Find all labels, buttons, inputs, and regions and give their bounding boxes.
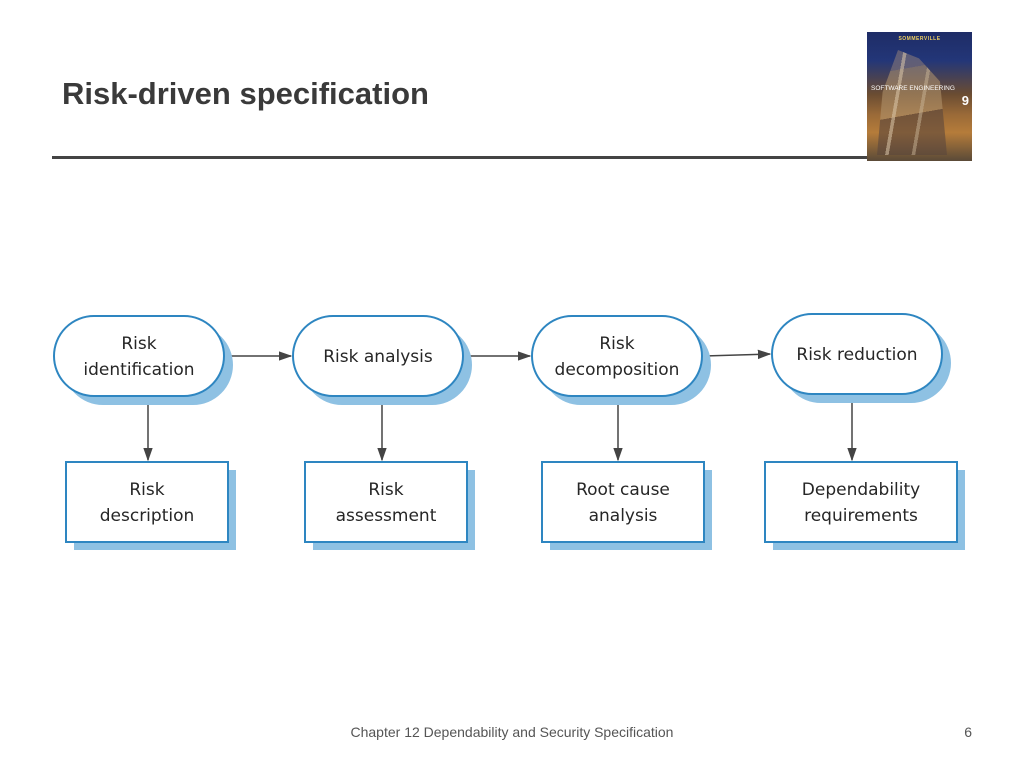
cover-edition: 9 — [961, 93, 969, 108]
process-step-shape — [531, 315, 703, 397]
process-step-shape — [53, 315, 225, 397]
process-step-4: Risk reduction — [771, 313, 951, 403]
page-number: 6 — [964, 724, 972, 740]
output-document-shape — [304, 461, 468, 543]
book-cover-image: SOMMERVILLE SOFTWARE ENGINEERING 9 — [867, 32, 972, 161]
slide-title: Risk-driven specification — [62, 76, 429, 111]
flow-arrow-3 — [703, 349, 772, 360]
cover-book-title: SOFTWARE ENGINEERING — [871, 85, 955, 92]
slide-footer: Chapter 12 Dependability and Security Sp… — [350, 724, 674, 740]
process-step-label: Risk reduction — [796, 345, 917, 365]
title-underline — [52, 156, 870, 159]
process-step-2: Risk analysis — [292, 315, 472, 405]
output-document-shape — [541, 461, 705, 543]
cover-brand: SOMMERVILLE — [898, 36, 941, 42]
diagram-connectors — [143, 349, 857, 462]
output-document-shape — [764, 461, 958, 543]
process-step-shape — [771, 313, 943, 395]
process-step-label: Risk analysis — [323, 347, 433, 367]
output-document-shape — [65, 461, 229, 543]
process-step-shape — [292, 315, 464, 397]
